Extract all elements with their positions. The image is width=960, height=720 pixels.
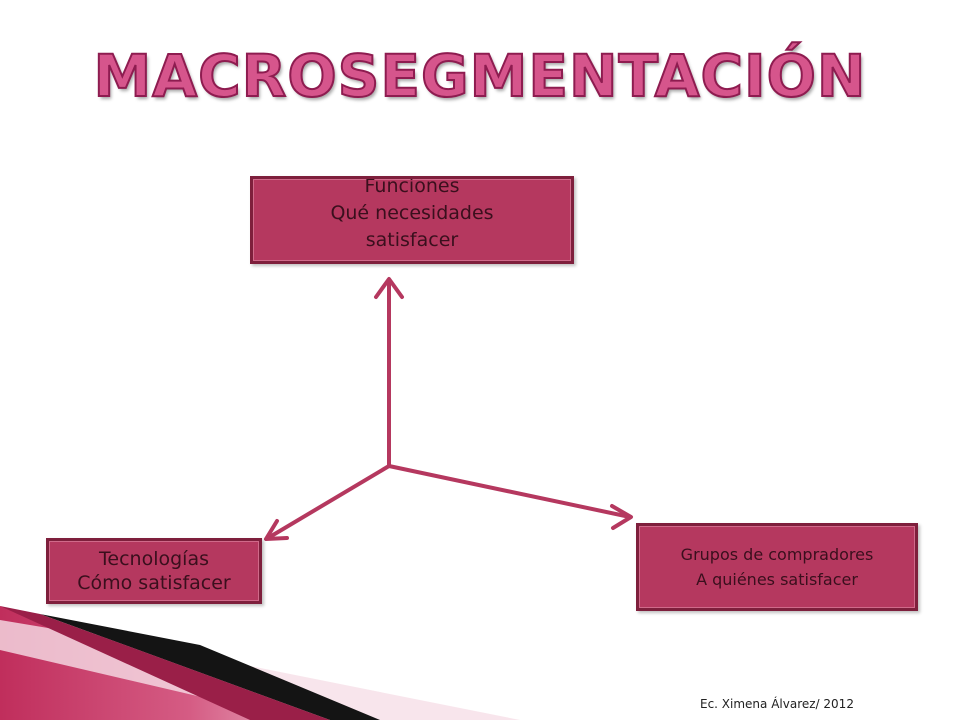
- author-credit: Ec. Ximena Álvarez/ 2012: [700, 697, 854, 711]
- arrowhead-funciones: [374, 277, 404, 299]
- node-tecnologias: Tecnologías Cómo satisfacer: [46, 538, 262, 604]
- arrowhead-grupos: [610, 504, 633, 530]
- node-funciones-line1: Funciones: [364, 176, 460, 197]
- node-funciones-line2: Qué necesidades: [330, 201, 494, 224]
- node-grupos-compradores: Grupos de compradores A quiénes satisfac…: [636, 523, 918, 611]
- node-funciones: Funciones Qué necesidades satisfacer: [250, 176, 574, 264]
- node-tecnologias-line2: Cómo satisfacer: [77, 572, 231, 594]
- node-funciones-line3: satisfacer: [365, 228, 459, 251]
- node-tecnologias-line1: Tecnologías: [99, 548, 209, 570]
- corner-dark-streak: [40, 614, 380, 720]
- corner-deep-band: [0, 606, 330, 720]
- arrow-to-tecnologias: [266, 464, 391, 540]
- node-grupos-line2: A quiénes satisfacer: [696, 570, 858, 589]
- node-grupos-line1: Grupos de compradores: [680, 545, 874, 564]
- arrow-to-grupos: [387, 464, 632, 519]
- arrowhead-tecnologias: [264, 519, 289, 541]
- slide-title: MACROSEGMENTACIÓN: [93, 41, 867, 111]
